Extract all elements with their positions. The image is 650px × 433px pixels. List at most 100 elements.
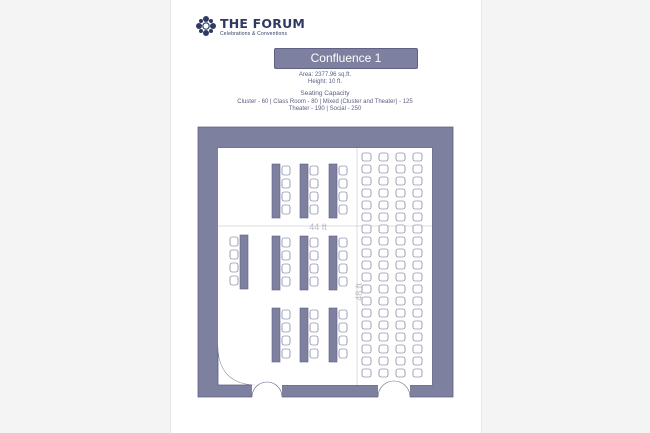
door-swing-icon (251, 381, 283, 398)
classroom-table (299, 235, 309, 291)
chair (338, 335, 348, 346)
theater-chair (412, 308, 423, 318)
chair (338, 191, 348, 202)
theater-chair (378, 236, 389, 246)
brand-tagline: Celebrations & Conventions (220, 31, 288, 37)
theater-chair (395, 320, 406, 330)
theater-chair (395, 248, 406, 258)
width-dimension-label: 44 ft (309, 222, 327, 232)
theater-chair (412, 188, 423, 198)
theater-chair (361, 284, 372, 294)
theater-chair (412, 224, 423, 234)
classroom-table (328, 307, 338, 363)
chair (309, 322, 319, 333)
chair (338, 348, 348, 359)
chair (338, 204, 348, 215)
chair (309, 335, 319, 346)
theater-chair (361, 176, 372, 186)
theater-chair (361, 344, 372, 354)
seating-capacity-line: Theater - 190 | Social - 250 (288, 106, 362, 112)
chair (229, 249, 239, 260)
theater-chair (378, 212, 389, 222)
theater-chair (361, 200, 372, 210)
theater-chair (361, 152, 372, 162)
theater-chair (378, 188, 389, 198)
chair (338, 237, 348, 248)
chair (281, 335, 291, 346)
chair (338, 322, 348, 333)
theater-chair (361, 164, 372, 174)
chair (281, 276, 291, 287)
theater-chair (395, 368, 406, 378)
room-floor (218, 148, 432, 385)
theater-chair (395, 260, 406, 270)
chair (338, 250, 348, 261)
theater-chair (361, 296, 372, 306)
room-area: Area: 2377.96 sq.ft. (298, 72, 352, 78)
classroom-table (239, 234, 249, 290)
chair (309, 263, 319, 274)
theater-chair (361, 320, 372, 330)
room-title: Confluence 1 (274, 48, 418, 69)
chair (281, 237, 291, 248)
theater-chair (412, 356, 423, 366)
theater-chair (412, 332, 423, 342)
chair (281, 263, 291, 274)
theater-chair (412, 296, 423, 306)
chair (281, 348, 291, 359)
theater-chair (378, 356, 389, 366)
chair (338, 178, 348, 189)
brand-name: THE FORUM (220, 16, 306, 31)
theater-chair (395, 200, 406, 210)
theater-chair (412, 164, 423, 174)
chair (309, 276, 319, 287)
brand-logo: THE FORUM Celebrations & Conventions (195, 15, 305, 41)
chair (309, 309, 319, 320)
classroom-table (271, 307, 281, 363)
theater-chair (378, 164, 389, 174)
theater-chair (412, 248, 423, 258)
chair (338, 263, 348, 274)
classroom-table (328, 235, 338, 291)
theater-chair (361, 236, 372, 246)
classroom-table (299, 163, 309, 219)
theater-chair (395, 296, 406, 306)
theater-chair (378, 308, 389, 318)
seating-capacity-line: Cluster - 60 | Class Room - 80 | Mixed (… (237, 99, 413, 105)
chair (309, 204, 319, 215)
theater-chair (361, 272, 372, 282)
theater-chair (412, 236, 423, 246)
chair (229, 236, 239, 247)
theater-chair (361, 308, 372, 318)
theater-chair (395, 152, 406, 162)
theater-chair (361, 248, 372, 258)
length-dimension-label: 48 ft (354, 283, 364, 301)
theater-chair (378, 200, 389, 210)
theater-chair (395, 356, 406, 366)
classroom-table (271, 235, 281, 291)
chair (281, 165, 291, 176)
theater-chair (378, 176, 389, 186)
theater-chair (395, 284, 406, 294)
chair (309, 237, 319, 248)
classroom-table (328, 163, 338, 219)
theater-chair (378, 320, 389, 330)
chair (309, 165, 319, 176)
theater-chair (395, 176, 406, 186)
chair (309, 250, 319, 261)
theater-chair (395, 212, 406, 222)
chair (281, 178, 291, 189)
chair (281, 204, 291, 215)
theater-chair (412, 284, 423, 294)
theater-chair (395, 272, 406, 282)
chair (281, 250, 291, 261)
theater-chair (378, 248, 389, 258)
chair (281, 191, 291, 202)
door-gap (378, 385, 410, 398)
chair (338, 309, 348, 320)
chair (338, 165, 348, 176)
classroom-table (299, 307, 309, 363)
chair (338, 276, 348, 287)
theater-chair (412, 200, 423, 210)
